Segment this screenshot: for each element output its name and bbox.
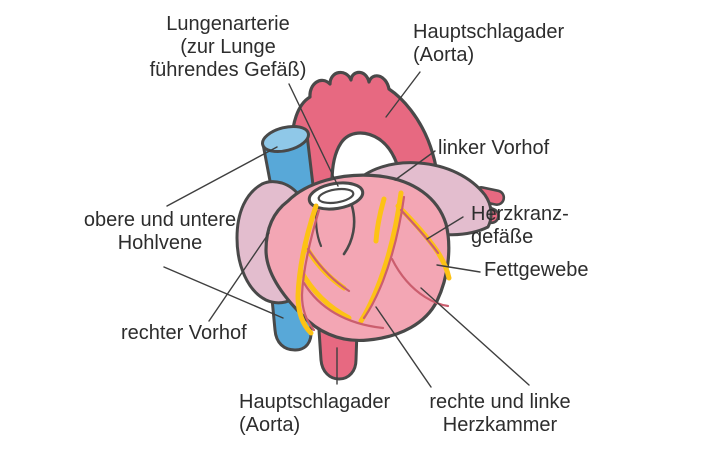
label-rechter-vorhof: rechter Vorhof (121, 322, 247, 344)
label-lungenarterie: Lungenarterie (zur Lunge führendes Gefäß… (149, 13, 307, 81)
pulmonary-trunk-opening-inner (317, 187, 355, 205)
leader-hohlvene-obere (166, 146, 278, 207)
leader-hohlvene-untere (163, 266, 284, 319)
leader-hauptschlagader-oben (385, 71, 421, 118)
label-herzkammer: rechte und linke Herzkammer (429, 391, 571, 436)
leader-herzkammer-rechte (375, 306, 432, 388)
leader-linker-vorhof (394, 150, 436, 181)
leader-lungenarterie (288, 83, 339, 187)
label-hohlvene: obere und untere Hohlvene (83, 209, 237, 254)
leader-fettgewebe (436, 264, 481, 273)
pulmonary-trunk-edge-right (342, 204, 356, 256)
aortic-arch-shape (290, 70, 441, 300)
label-hauptschlagader-oben: Hauptschlagader (Aorta) (413, 21, 565, 66)
coronary-vessels-red (300, 195, 450, 332)
label-linker-vorhof: linker Vorhof (438, 137, 550, 159)
superior-vena-cava-opening (261, 124, 310, 154)
descending-aorta-shape (317, 328, 359, 381)
leader-herzkammer-linke (420, 287, 530, 386)
label-herzkranzgefaesse: Herzkranz- gefäße (471, 203, 569, 248)
leader-herzkranzgefaesse (426, 216, 464, 240)
label-fettgewebe: Fettgewebe (484, 259, 589, 281)
leader-rechter-vorhof (208, 232, 270, 322)
label-hauptschlagader-unten: Hauptschlagader (Aorta) (239, 391, 391, 436)
leader-lines (163, 71, 530, 388)
